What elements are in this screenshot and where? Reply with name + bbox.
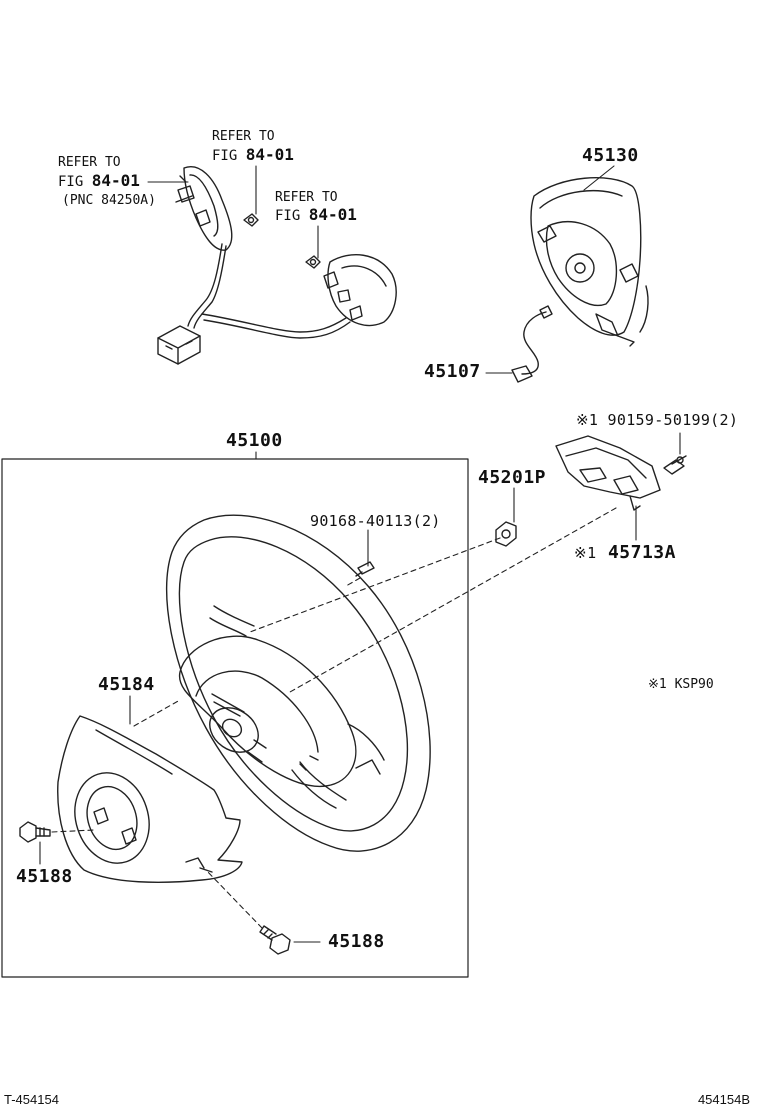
part-number-45188-bottom: 45188 xyxy=(328,931,385,952)
bracket-number: 45713A xyxy=(607,542,676,563)
part-number-45130: 45130 xyxy=(582,145,639,166)
refer-top-line2: FIG 84-01 xyxy=(212,145,294,164)
bolt-ksp-number: 90159-50199(2) xyxy=(607,411,739,429)
small-bolt-drawing xyxy=(355,561,375,577)
steering-wheel-drawing xyxy=(165,514,431,852)
part-number-90159: ※1 90159-50199(2) xyxy=(576,413,738,428)
part-number-45188-left: 45188 xyxy=(16,866,73,887)
ksp-mark: ※1 xyxy=(576,411,599,429)
part-number-45184: 45184 xyxy=(98,674,155,695)
refer-left-num: 84-01 xyxy=(91,171,140,190)
spoke-switch-assembly-drawing xyxy=(157,166,397,365)
ksp-note: ※1 KSP90 xyxy=(648,678,714,691)
part-number-45107: 45107 xyxy=(424,361,481,382)
footer-left-code: T-454154 xyxy=(4,1092,59,1107)
airbag-drawing xyxy=(511,177,649,383)
ksp-note-text: KSP90 xyxy=(674,677,714,692)
refer-top-fig: FIG xyxy=(212,148,238,164)
screw-left-drawing xyxy=(19,821,51,843)
refer-left-line2: FIG 84-01 xyxy=(58,171,140,190)
refer-right-num: 84-01 xyxy=(308,205,357,224)
screw-bottom-drawing xyxy=(259,925,291,955)
refer-top-line1: REFER TO xyxy=(212,129,275,144)
refer-right-fig: FIG xyxy=(275,208,301,224)
leader-lines xyxy=(39,165,681,943)
assembly-frame xyxy=(1,458,469,978)
refer-left-line1: REFER TO xyxy=(58,155,121,170)
alignment-dashed-lines xyxy=(51,507,617,929)
ksp-note-mark: ※1 xyxy=(648,677,667,692)
refer-left-fig: FIG xyxy=(58,174,84,190)
part-number-45201P: 45201P xyxy=(478,467,547,488)
ksp-mark-bracket: ※1 xyxy=(574,544,597,562)
part-number-45713A: ※1 45713A xyxy=(574,544,676,562)
refer-right-line2: FIG 84-01 xyxy=(275,205,357,224)
part-number-45100: 45100 xyxy=(226,430,283,451)
footer-right-code: 454154B xyxy=(697,1092,750,1107)
refer-top-num: 84-01 xyxy=(245,145,294,164)
refer-left-line3: (PNC 84250A) xyxy=(62,193,156,208)
refer-right-line1: REFER TO xyxy=(275,190,338,205)
lower-cover-drawing xyxy=(57,715,243,883)
nut-drawing xyxy=(495,521,517,547)
part-number-90168: 90168-40113(2) xyxy=(310,512,441,530)
bracket-drawing xyxy=(555,435,687,511)
